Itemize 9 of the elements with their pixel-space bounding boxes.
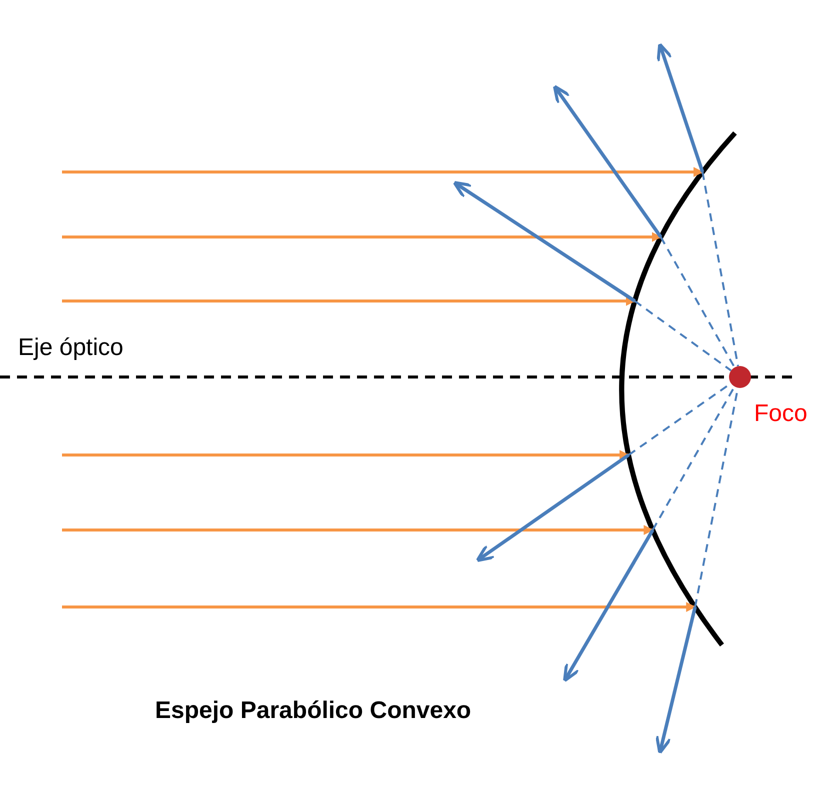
dashed-extension-line	[660, 236, 736, 368]
dashed-extension-line	[652, 386, 736, 530]
caption: Espejo Parabólico Convexo	[155, 697, 472, 725]
dashed-extension-line	[702, 172, 739, 366]
axis-label: Eje óptico	[18, 334, 124, 362]
focus-label: Foco	[754, 400, 808, 428]
mirror-curve	[619, 131, 737, 646]
focus-point	[729, 366, 751, 388]
dashed-extension-line	[634, 300, 732, 372]
